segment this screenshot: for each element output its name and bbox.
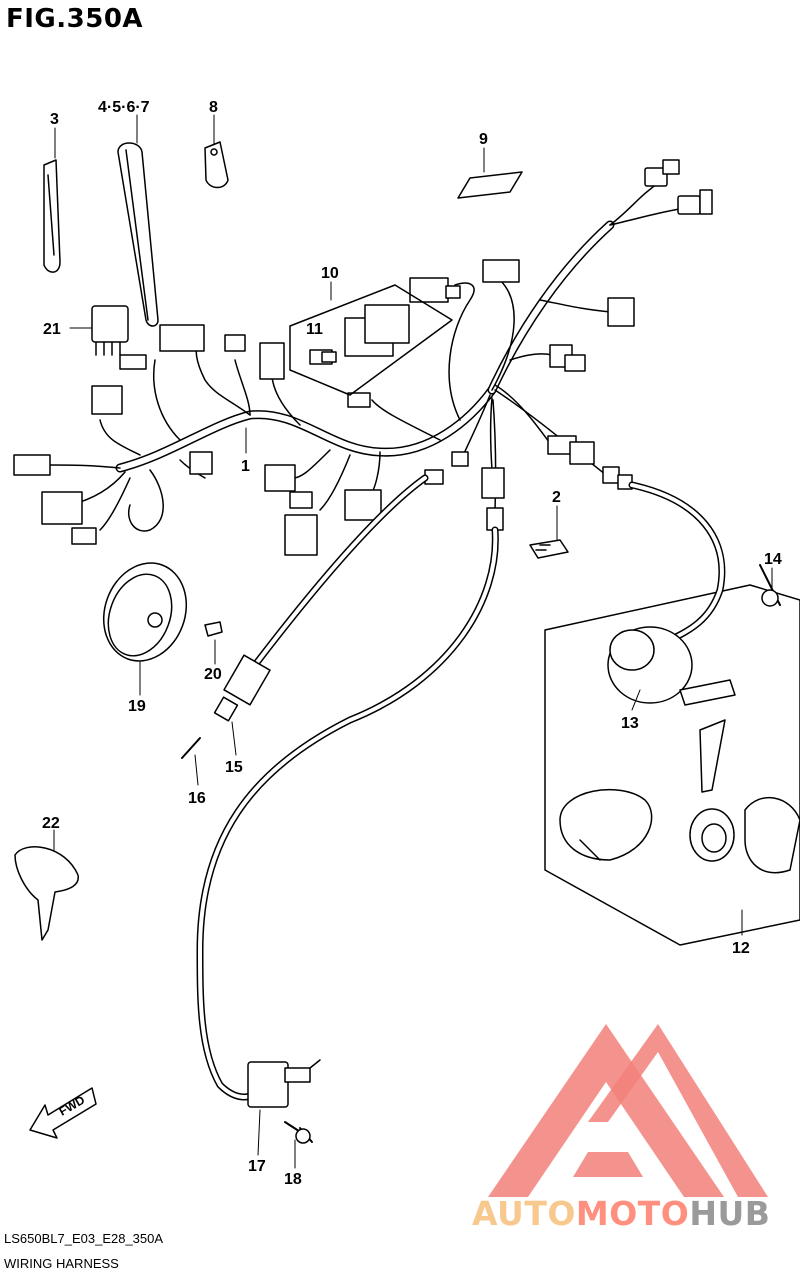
callout-1: 1: [241, 458, 250, 475]
callout-15: 15: [225, 759, 243, 776]
callout-21: 21: [43, 321, 61, 338]
label-sticker: [457, 171, 523, 199]
tie-straps: [43, 141, 229, 327]
callout-14: 14: [764, 551, 782, 568]
callout-10: 10: [321, 265, 339, 282]
automotohub-logo: [488, 1024, 768, 1197]
wordmark-auto: AUTO: [472, 1194, 576, 1233]
callout-13: 13: [621, 715, 639, 732]
callout-19: 19: [128, 698, 146, 715]
wordmark-hub: HUB: [689, 1194, 771, 1233]
callout-16: 16: [188, 790, 206, 807]
callout-12: 12: [732, 940, 750, 957]
figure-name: WIRING HARNESS: [4, 1256, 119, 1271]
figure-code: LS650BL7_E03_E28_350A: [4, 1231, 164, 1246]
terminal-connector: [529, 539, 569, 559]
relay: [91, 305, 129, 356]
ignition-key-set: [14, 481, 800, 946]
fuse-box-group: [289, 284, 453, 396]
harness-connectors: [13, 159, 713, 556]
figure-title: FIG.350A: [6, 4, 144, 34]
automotohub-wordmark: AUTOMOTOHUB: [472, 1194, 770, 1233]
forward-direction-arrow: [29, 1087, 97, 1139]
callout-11: 11: [306, 321, 323, 338]
callout-4-7: 4·5·6·7: [98, 99, 150, 116]
callouts: 3 4·5·6·7 8 9 10 11 21 1 2 14 13 12 20 1…: [42, 99, 782, 1188]
wordmark-moto: MOTO: [575, 1194, 690, 1233]
leader-lines: [53, 114, 773, 1169]
callout-3: 3: [50, 111, 59, 128]
callout-22: 22: [42, 815, 60, 832]
horn: [102, 562, 223, 662]
callout-18: 18: [284, 1171, 302, 1188]
callout-17: 17: [248, 1158, 266, 1175]
switch-cable: [181, 474, 499, 1144]
callout-8: 8: [209, 99, 218, 116]
callout-20: 20: [204, 666, 222, 683]
callout-9: 9: [479, 131, 488, 148]
callout-2: 2: [552, 489, 561, 506]
